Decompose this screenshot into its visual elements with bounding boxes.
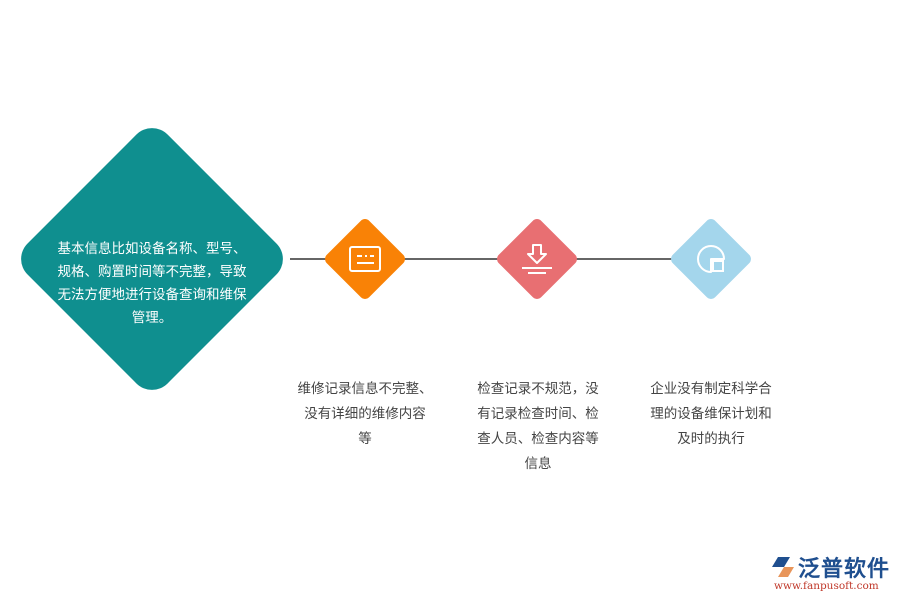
caption-line: 查人员、检查内容等: [477, 431, 599, 447]
caption-line: 没有详细的维修内容: [304, 406, 426, 422]
caption-line: 检查记录不规范，没: [477, 381, 599, 397]
caption-line: 企业没有制定科学合: [650, 381, 772, 397]
caption-line: 等: [358, 431, 372, 447]
pie-chart-square-icon: [689, 237, 733, 281]
step-3-caption: 企业没有制定科学合 理的设备维保计划和 及时的执行: [636, 377, 786, 452]
main-text-line: 无法方便地进行设备查询和维保: [57, 287, 247, 303]
main-text-line: 规格、购置时间等不完整，导致: [57, 264, 247, 280]
logo-name: 泛普软件: [798, 557, 891, 582]
caption-line: 及时的执行: [677, 431, 745, 447]
caption-line: 有记录检查时间、检: [477, 406, 599, 422]
caption-line: 信息: [524, 456, 552, 472]
main-problem-text: 基本信息比如设备名称、型号、 规格、购置时间等不完整，导致 无法方便地进行设备查…: [42, 238, 262, 330]
document-card-icon: [343, 237, 387, 281]
download-arrow-icon: [515, 237, 559, 281]
connector-line: [290, 258, 675, 260]
fanpusoft-logo: 泛普软件 www.fanpusoft.com: [770, 553, 895, 598]
step-2-caption: 检查记录不规范，没 有记录检查时间、检 查人员、检查内容等 信息: [463, 377, 613, 477]
caption-line: 维修记录信息不完整、: [297, 381, 433, 397]
main-text-line: 管理。: [131, 310, 173, 326]
main-text-line: 基本信息比如设备名称、型号、: [57, 241, 247, 257]
logo-mark-icon: [772, 557, 794, 577]
logo-url: www.fanpusoft.com: [774, 580, 879, 592]
step-1-caption: 维修记录信息不完整、 没有详细的维修内容 等: [290, 377, 440, 452]
caption-line: 理的设备维保计划和: [650, 406, 772, 422]
